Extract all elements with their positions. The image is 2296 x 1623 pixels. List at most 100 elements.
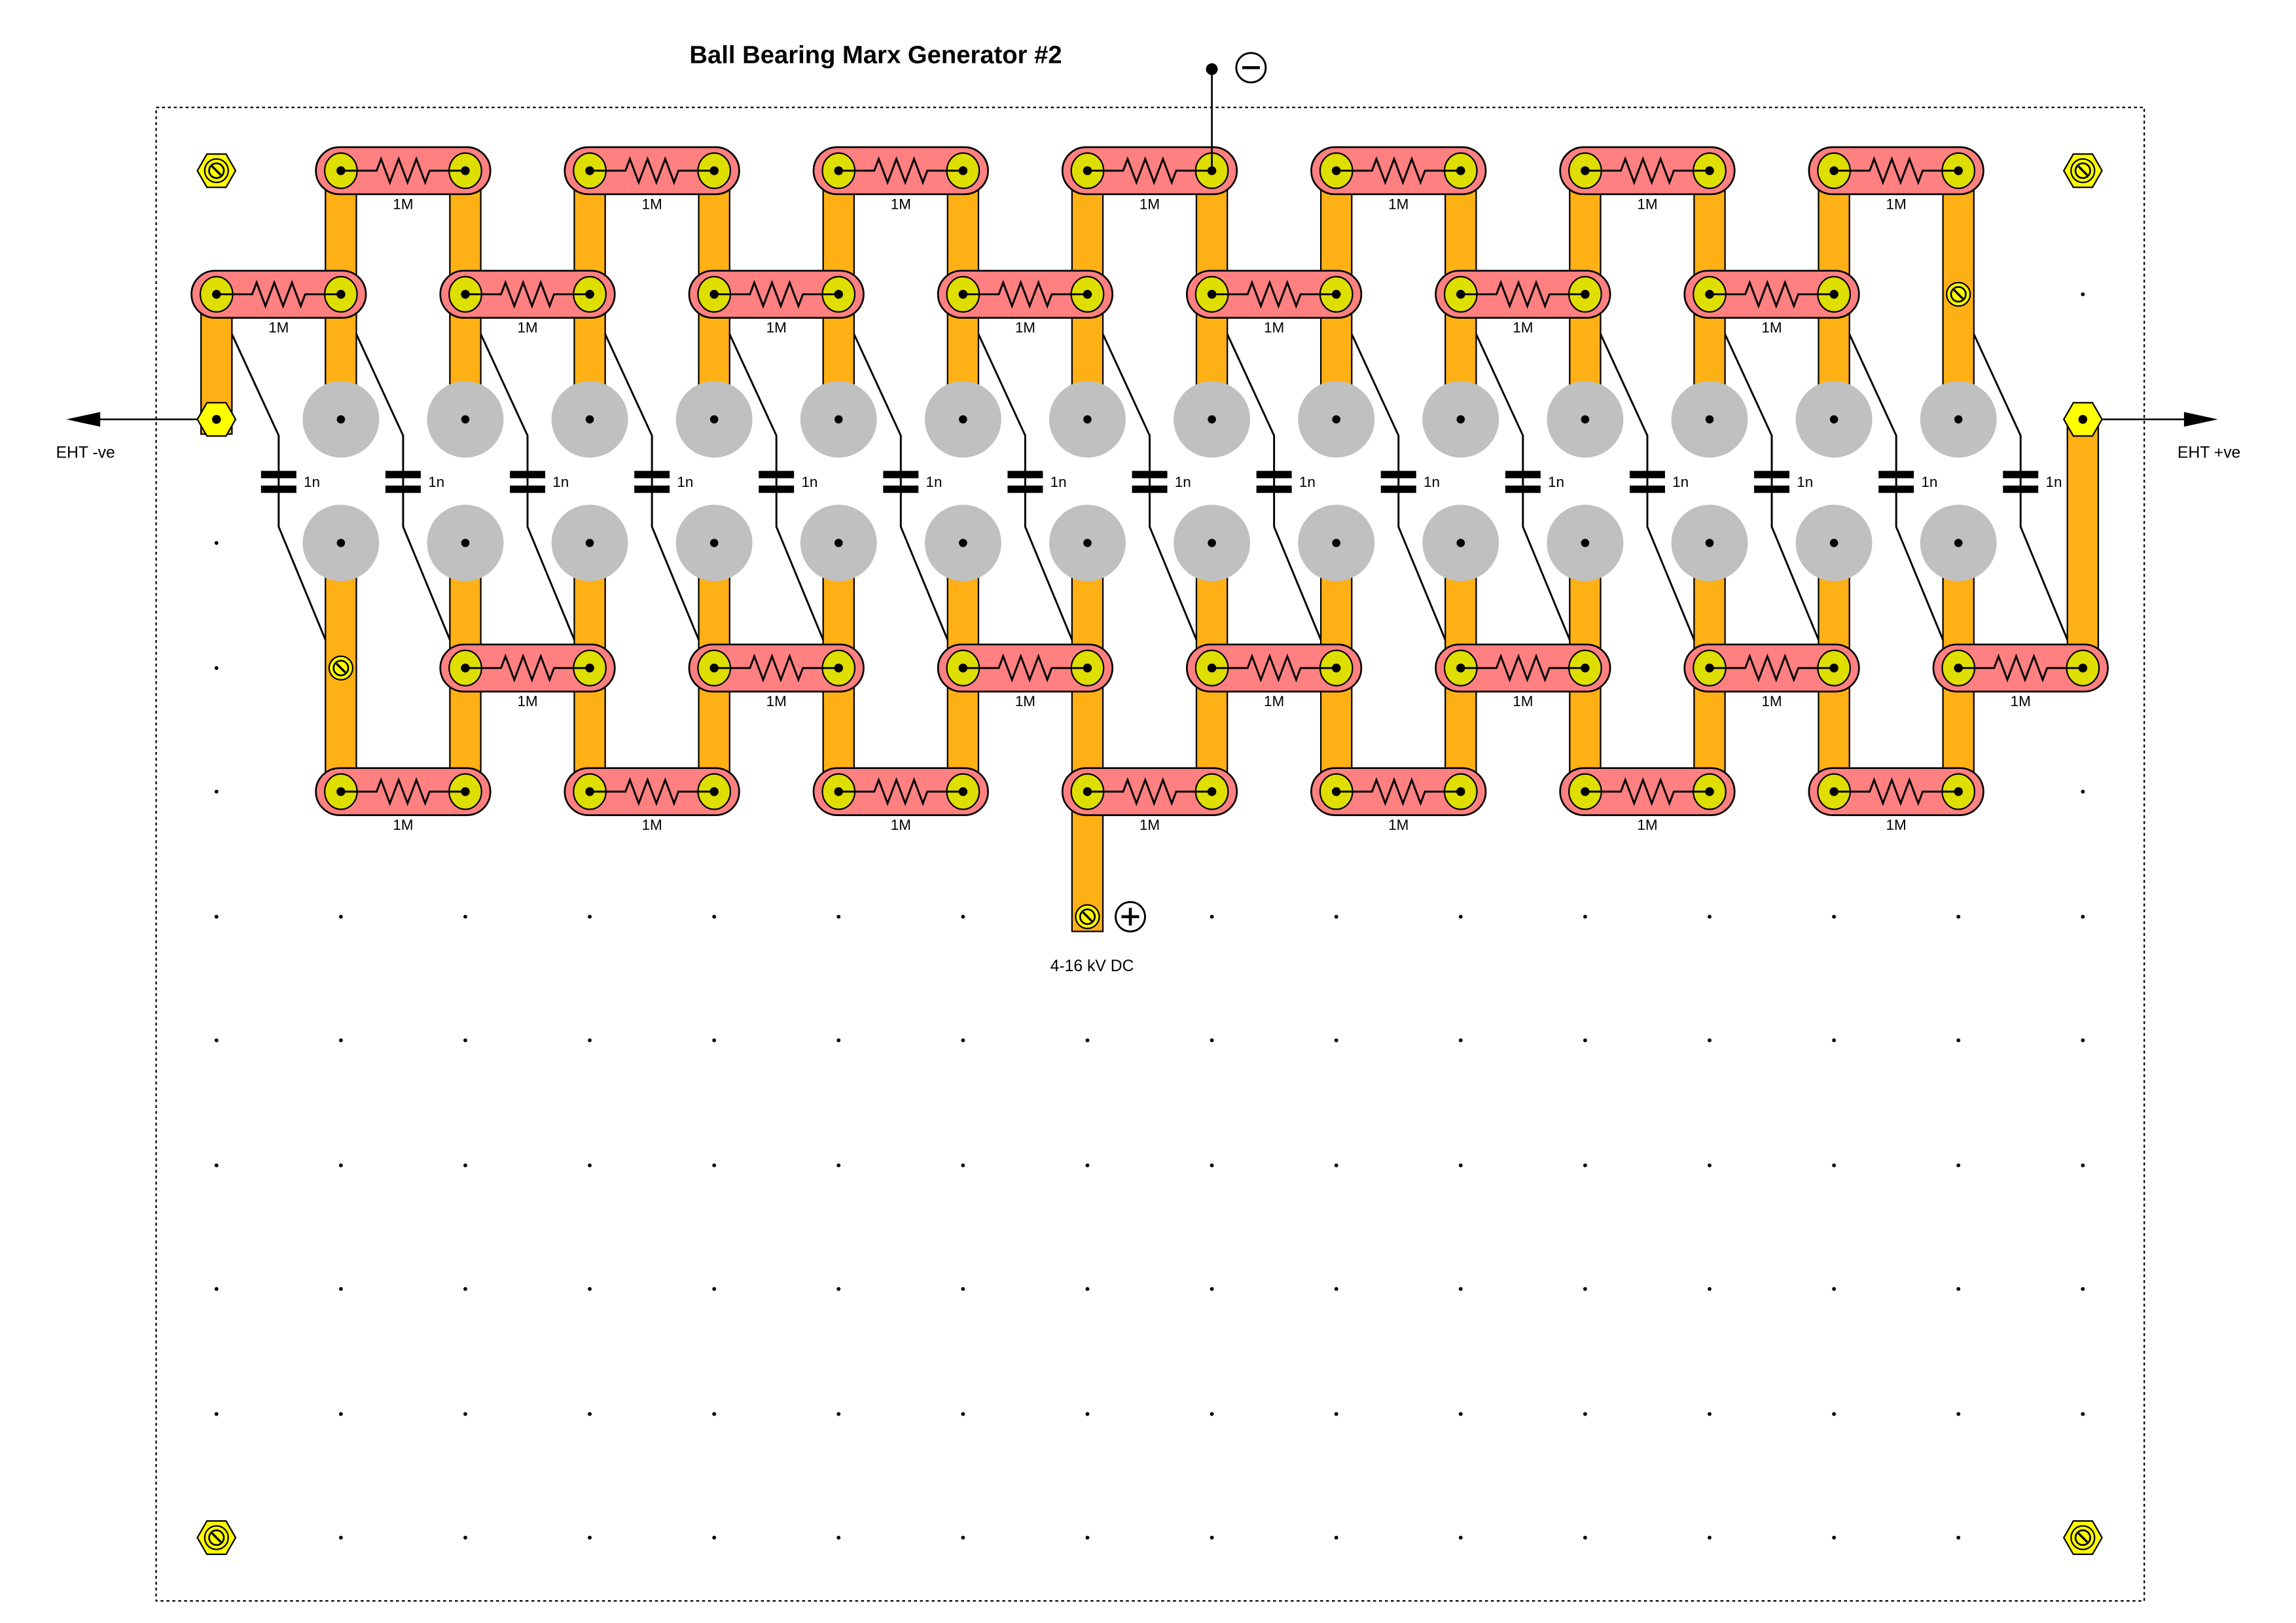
capacitor-value: 1n [926, 474, 942, 490]
ball-bearing [675, 505, 753, 582]
resistor: 1M [1435, 643, 1611, 709]
arrow-right-icon [2183, 412, 2218, 427]
ball-bearing [924, 505, 1001, 582]
grid-dot [2081, 1038, 2085, 1043]
grid-dot [463, 1535, 467, 1540]
ball-bearing [1547, 505, 1624, 582]
grid-dot [836, 1287, 841, 1291]
grid-dot [214, 1038, 219, 1043]
resistor: 1M [315, 146, 492, 212]
grid-dot [1334, 1412, 1338, 1416]
resistor: 1M [1683, 270, 1860, 336]
resistor-value: 1M [1513, 693, 1533, 709]
resistor-symbol [1585, 777, 1710, 806]
screw-icon [328, 655, 353, 681]
ball-bearing [302, 381, 380, 458]
capacitor-lead [977, 332, 1074, 642]
resistor: 1M [439, 643, 616, 709]
capacitor: 1n [634, 471, 693, 493]
ball-bearing [1422, 381, 1499, 458]
grid-dot [1085, 1163, 1090, 1168]
capacitor-value: 1n [428, 474, 444, 490]
resistor-symbol [590, 156, 715, 185]
resistor-symbol [1211, 279, 1336, 309]
grid-dot [1210, 1535, 1214, 1540]
capacitor-lead [479, 332, 576, 642]
resistor-value: 1M [393, 817, 413, 833]
grid-dot [1708, 1038, 1712, 1043]
mounting-hole-icon [196, 153, 237, 188]
resistor-value: 1M [2011, 693, 2031, 709]
resistor-value: 1M [393, 196, 413, 212]
ball-bearing [427, 505, 504, 582]
grid-dot [1210, 914, 1214, 919]
resistor-value: 1M [1139, 817, 1160, 833]
grid-dot [214, 666, 219, 670]
board-outline [155, 107, 2145, 1602]
grid-dot [463, 1412, 467, 1416]
resistor: 1M [688, 643, 865, 709]
grid-dot [1583, 1412, 1587, 1416]
capacitor-value: 1n [1299, 474, 1316, 490]
resistor-symbol [1460, 279, 1585, 309]
grid-dot [1085, 1412, 1090, 1416]
grid-dot [961, 1038, 965, 1043]
diagram-title: Ball Bearing Marx Generator #2 [689, 41, 1062, 69]
capacitor: 1n [883, 471, 942, 493]
grid-dot [961, 1163, 965, 1168]
resistor-value: 1M [1388, 817, 1408, 833]
capacitor-lead [355, 332, 452, 642]
grid-dot [1458, 1412, 1463, 1416]
ball-bearing [1422, 505, 1499, 582]
ball-bearing [1298, 381, 1375, 458]
grid-dot [588, 1163, 592, 1168]
capacitor-value: 1n [1175, 474, 1191, 490]
grid-dot [1583, 914, 1587, 919]
grid-dot [1334, 1163, 1338, 1168]
capacitor-lead [603, 332, 701, 642]
grid-dot [712, 1038, 717, 1043]
resistor: 1M [439, 270, 616, 336]
screw-icon [1946, 281, 1971, 307]
grid-dot [836, 1535, 841, 1540]
grid-dot [1210, 1163, 1214, 1168]
resistor-symbol [1460, 653, 1585, 683]
resistor-value: 1M [1264, 319, 1284, 336]
resistor-value: 1M [1264, 693, 1284, 709]
grid-dot [1832, 1038, 1837, 1043]
resistor-value: 1M [642, 196, 662, 212]
resistor-symbol [714, 653, 839, 683]
capacitor-value: 1n [1050, 474, 1067, 490]
resistor-value: 1M [1886, 196, 1907, 212]
grid-dot [1832, 1163, 1837, 1168]
mounting-hole-icon [2062, 153, 2103, 188]
grid-dot [1583, 1287, 1587, 1291]
grid-dot [1458, 914, 1463, 919]
grid-dot [961, 1412, 965, 1416]
ball-bearing [302, 505, 380, 582]
capacitor: 1n [510, 471, 569, 493]
grid-dot [214, 541, 219, 545]
mounting-hole-icon [2062, 1520, 2103, 1556]
resistor: 1M [937, 643, 1114, 709]
capacitor: 1n [2003, 471, 2062, 493]
resistor-value: 1M [891, 817, 911, 833]
grid-dots [214, 168, 2085, 1540]
resistor: 1M [937, 270, 1114, 336]
capacitor-lead [1723, 332, 1820, 642]
capacitor-wires [230, 332, 2070, 642]
grid-dot [1708, 1535, 1712, 1540]
grid-dot [1210, 1287, 1214, 1291]
ball-bearing [551, 381, 628, 458]
grid-dot [1956, 1535, 1961, 1540]
resistor: 1M [1186, 270, 1363, 336]
capacitor-value: 1n [1797, 474, 1813, 490]
ball-bearing [800, 505, 877, 582]
resistor-value: 1M [891, 196, 911, 212]
grid-dot [1210, 1412, 1214, 1416]
ball-bearing [1049, 381, 1126, 458]
supply-negative-node [1206, 63, 1218, 75]
resistor: 1M [688, 270, 865, 336]
minus-icon [1235, 52, 1267, 84]
capacitor-lead [230, 332, 327, 642]
